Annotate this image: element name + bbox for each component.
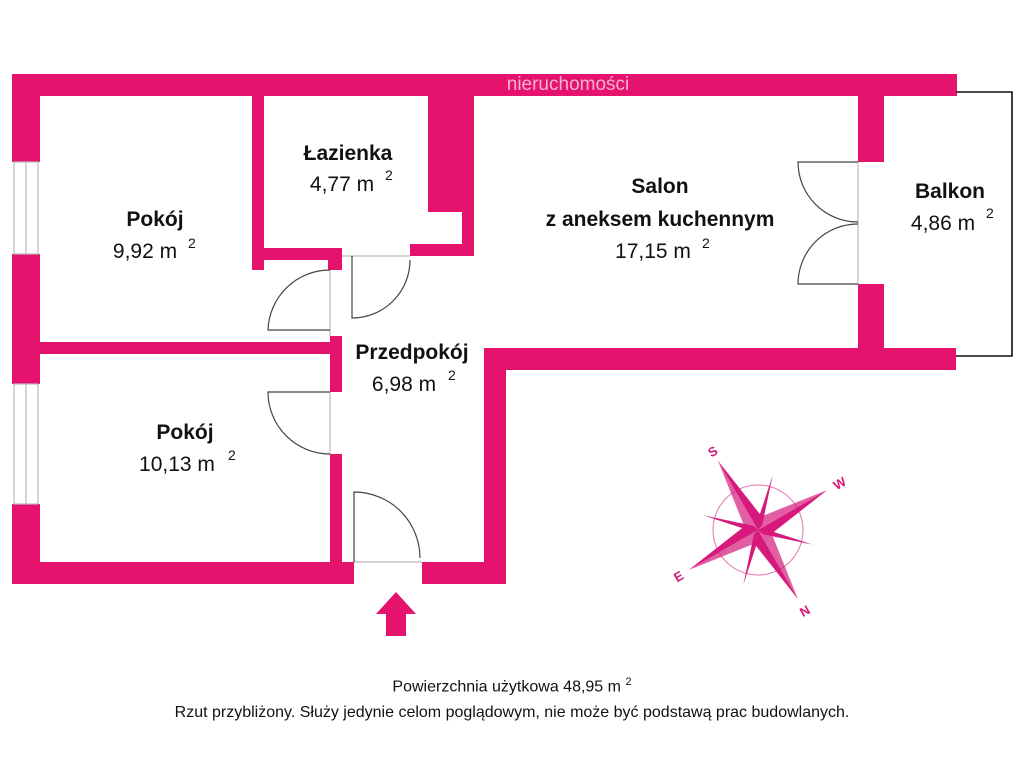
room-area-exp: 2 — [228, 447, 236, 463]
wall-pokoj-right-a — [330, 262, 342, 270]
room-area: 17,15 m — [615, 240, 691, 263]
wall-salon-bottom — [484, 348, 956, 370]
room-pokoj-bottom: Pokój 10,13 m 2 — [139, 421, 236, 476]
room-name: Łazienka — [304, 142, 393, 165]
room-area: 4,77 m — [310, 173, 374, 196]
compass-s: S — [705, 443, 720, 460]
room-area: 6,98 m — [372, 373, 436, 396]
door-balkon — [797, 161, 859, 285]
walls — [12, 74, 957, 584]
door-entrance — [353, 491, 422, 563]
room-area-exp: 2 — [188, 235, 196, 251]
room-name: Przedpokój — [355, 341, 468, 364]
room-pokoj-top: Pokój 9,92 m 2 — [113, 208, 196, 263]
windows — [13, 161, 39, 505]
room-salon: Salon z aneksem kuchennym 17,15 m 2 — [546, 175, 775, 263]
watermark: nieruchomości — [507, 74, 630, 95]
wall-pokoj-right-b — [330, 336, 342, 392]
wall-bath-bottom-left — [252, 248, 342, 260]
usable-area-line: Powierzchnia użytkowa 48,95 m 2 — [0, 676, 1024, 696]
wall-bath-shaft — [428, 74, 474, 212]
wall-bath-left — [252, 74, 264, 270]
door-pokoj-top — [267, 269, 331, 336]
wall-salon-right-lower — [858, 284, 884, 370]
room-area-exp: 2 — [385, 167, 393, 183]
entrance-arrow-icon — [376, 592, 416, 636]
room-area-exp: 2 — [448, 367, 456, 383]
wall-left-middle — [12, 254, 40, 384]
room-area-exp: 2 — [986, 205, 994, 221]
wall-salon-right-upper — [858, 74, 884, 162]
door-lazienka — [342, 255, 411, 319]
room-name: Salon — [631, 175, 688, 198]
compass-w: W — [831, 474, 850, 493]
room-balkon: Balkon 4,86 m 2 — [911, 180, 994, 235]
wall-pokoj-divider — [12, 342, 334, 354]
disclaimer: Rzut przybliżony. Służy jedynie celom po… — [174, 704, 850, 721]
room-lazienka: Łazienka 4,77 m 2 — [304, 142, 393, 196]
wall-bath-bottom-right — [410, 244, 474, 256]
compass-e: E — [671, 568, 686, 585]
usable-area-exp: 2 — [625, 676, 632, 688]
room-name: Balkon — [915, 180, 985, 203]
compass-n: N — [797, 602, 813, 620]
wall-bottom-left — [12, 562, 354, 584]
wall-top — [12, 74, 957, 96]
door-pokoj-bottom — [267, 391, 331, 455]
room-name-line2: z aneksem kuchennym — [546, 208, 775, 231]
room-przedpokoj: Przedpokój 6,98 m 2 — [355, 341, 468, 396]
room-area: 10,13 m — [139, 453, 215, 476]
room-name: Pokój — [156, 421, 213, 444]
wall-left-upper — [12, 74, 40, 162]
wall-right-lower — [484, 348, 506, 584]
room-area-exp: 2 — [702, 235, 710, 251]
room-area: 9,92 m — [113, 240, 177, 263]
usable-area-text: Powierzchnia użytkowa 48,95 m — [392, 678, 621, 696]
room-name: Pokój — [126, 208, 183, 231]
wall-pokoj-right-c — [330, 454, 342, 562]
balcony — [956, 91, 1013, 357]
doors — [267, 161, 859, 563]
room-area: 4,86 m — [911, 212, 975, 235]
compass-rose-icon: S N E W — [671, 443, 850, 620]
